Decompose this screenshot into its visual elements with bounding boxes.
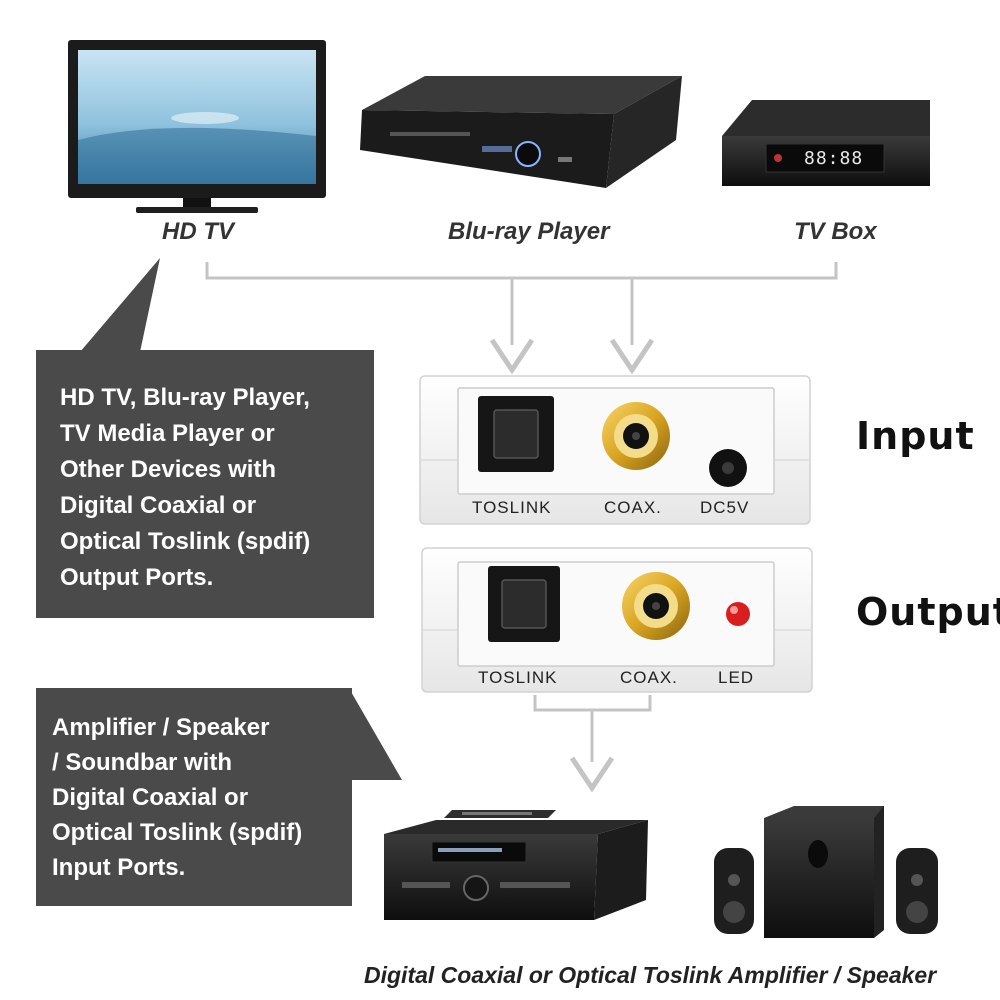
callout-line: / Soundbar with [52, 749, 232, 776]
toslink-input-jack [478, 396, 554, 472]
sink-callout-tail [350, 690, 402, 780]
speaker-system-image [714, 806, 938, 938]
bluray-player-label: Blu-ray Player [448, 218, 610, 245]
callout-line: Digital Coaxial or [52, 784, 249, 811]
source-connector-lines [205, 262, 838, 345]
input-coax-label: COAX. [604, 498, 662, 517]
arrow-to-amplifier [569, 756, 615, 793]
coax-input-jack [602, 402, 670, 470]
arrow-to-toslink-input [489, 338, 535, 375]
bluray-player-image [360, 76, 682, 188]
coax-output-jack [622, 572, 690, 640]
output-connector-lines [533, 695, 652, 762]
amplifier-receiver-image [384, 810, 648, 920]
callout-line: Optical Toslink (spdif) [60, 528, 311, 555]
output-toslink-label: TOSLINK [478, 668, 558, 687]
callout-line: Amplifier / Speaker [52, 714, 270, 741]
callout-line: Digital Coaxial or [60, 492, 257, 519]
arrow-to-coax-input [609, 338, 655, 375]
hd-tv-label: HD TV [162, 218, 234, 245]
callout-line: TV Media Player or [60, 420, 275, 447]
toslink-output-jack [488, 566, 560, 642]
bottom-caption: Digital Coaxial or Optical Toslink Ampli… [364, 962, 937, 988]
tv-box-label: TV Box [794, 218, 877, 245]
led-indicator [726, 602, 750, 626]
callout-line: Output Ports. [60, 564, 214, 591]
tv-box-image [722, 100, 930, 186]
tv-box-display: 88:88 [804, 148, 864, 169]
callout-line: Other Devices with [60, 456, 277, 483]
output-label: Output [856, 590, 1000, 634]
sink-devices-callout: Amplifier / Speaker / Soundbar with Digi… [36, 688, 352, 906]
output-led-label: LED [718, 668, 755, 687]
source-devices-callout: HD TV, Blu-ray Player, TV Media Player o… [36, 350, 374, 618]
hd-tv-image [68, 40, 326, 213]
callout-line: HD TV, Blu-ray Player, [60, 384, 310, 411]
input-dc5v-label: DC5V [700, 498, 750, 517]
source-callout-tail [80, 258, 160, 352]
input-label: Input [856, 414, 975, 458]
callout-line: Input Ports. [52, 854, 186, 881]
input-toslink-label: TOSLINK [472, 498, 552, 517]
dc5v-input-jack [709, 449, 747, 487]
callout-line: Optical Toslink (spdif) [52, 819, 303, 846]
output-coax-label: COAX. [620, 668, 678, 687]
